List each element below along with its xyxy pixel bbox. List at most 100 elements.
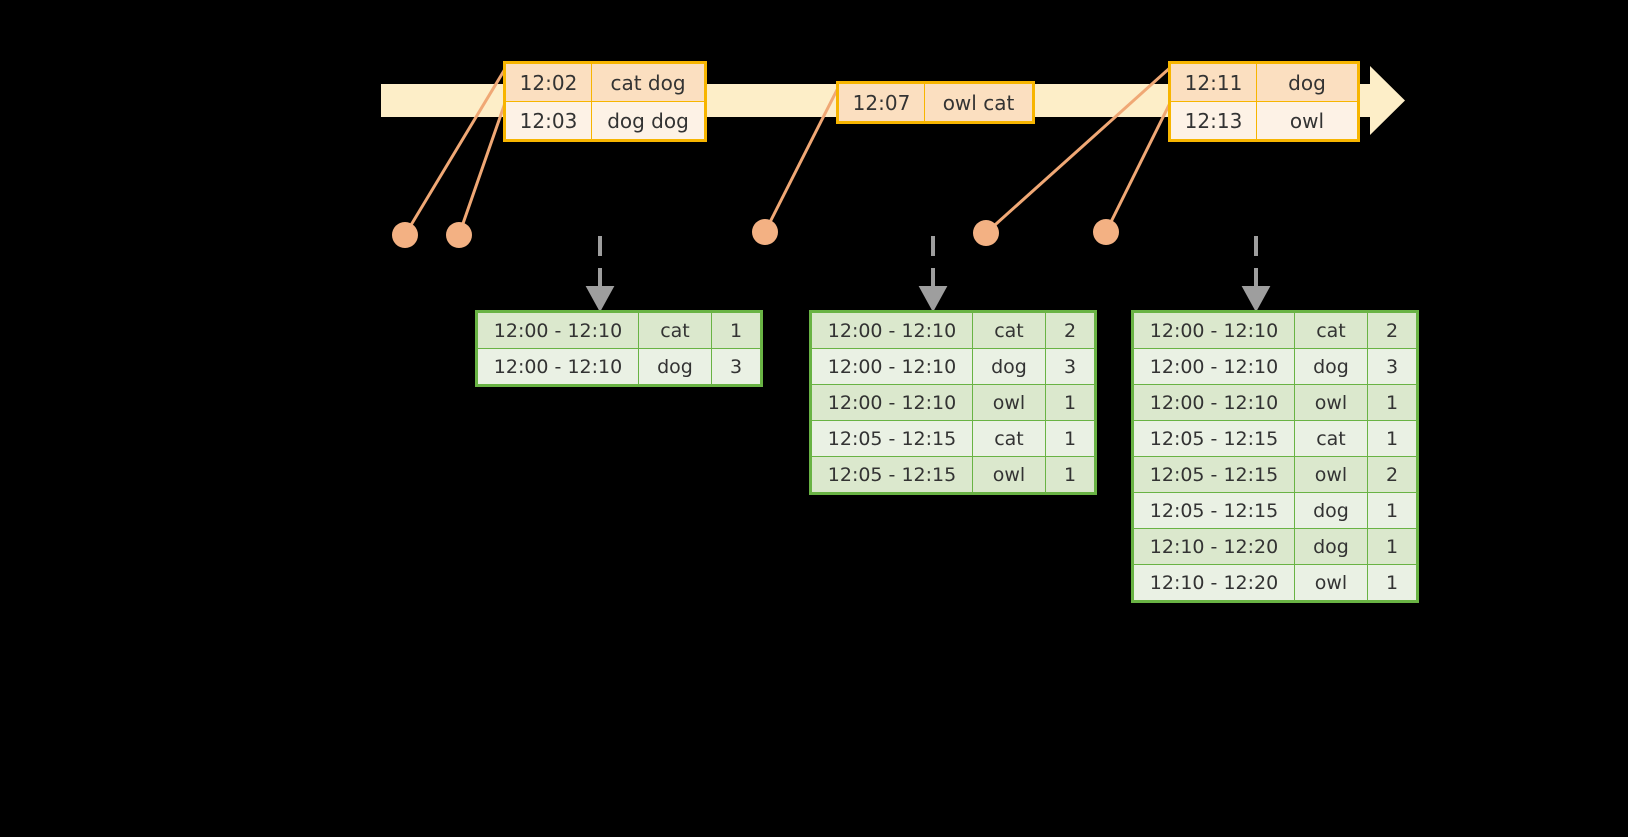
count-cell: 1 (711, 311, 762, 349)
word-cell: cat (972, 311, 1046, 349)
event-words: owl cat (924, 82, 1034, 123)
window-cell: 12:00 - 12:10 (1132, 384, 1295, 421)
window-cell: 12:00 - 12:10 (810, 348, 973, 385)
word-cell: dog (638, 348, 712, 386)
event-row[interactable]: 12:13 owl (1169, 101, 1359, 141)
word-cell: owl (972, 384, 1046, 421)
word-cell: dog (1294, 492, 1368, 529)
connector-dots (392, 219, 1119, 248)
count-cell: 1 (1045, 420, 1096, 457)
event-dot-5 (1093, 219, 1119, 245)
event-time: 12:02 (504, 62, 592, 102)
word-cell: cat (1294, 311, 1368, 349)
word-cell: dog (972, 348, 1046, 385)
event-time: 12:07 (837, 82, 925, 123)
window-cell: 12:10 - 12:20 (1132, 564, 1295, 602)
count-cell: 1 (1367, 420, 1418, 457)
window-cell: 12:00 - 12:10 (810, 311, 973, 349)
window-cell: 12:00 - 12:10 (476, 311, 639, 349)
connector-line-3 (763, 83, 842, 233)
window-cell: 12:00 - 12:10 (1132, 348, 1295, 385)
count-cell: 1 (1045, 456, 1096, 494)
word-cell: cat (972, 420, 1046, 457)
event-words: dog (1256, 62, 1359, 102)
event-row[interactable]: 12:02 cat dog (504, 62, 706, 102)
count-cell: 2 (1045, 311, 1096, 349)
dashed-arrow-3 (1241, 236, 1271, 313)
word-cell: owl (1294, 384, 1368, 421)
dashed-arrows (585, 236, 1271, 313)
window-cell: 12:10 - 12:20 (1132, 528, 1295, 565)
count-cell: 1 (1367, 528, 1418, 565)
window-cell: 12:00 - 12:10 (1132, 311, 1295, 349)
event-box-3[interactable]: 12:11 dog 12:13 owl (1168, 61, 1360, 142)
count-cell: 3 (711, 348, 762, 386)
count-cell: 2 (1367, 311, 1418, 349)
event-box-2-body: 12:07 owl cat (837, 82, 1034, 123)
event-box-3-body: 12:11 dog 12:13 owl (1169, 62, 1359, 141)
window-cell: 12:05 - 12:15 (1132, 456, 1295, 493)
event-words: owl (1256, 101, 1359, 141)
window-cell: 12:00 - 12:10 (810, 384, 973, 421)
event-dot-4 (973, 220, 999, 246)
word-cell: owl (1294, 456, 1368, 493)
event-box-1-body: 12:02 cat dog 12:03 dog dog (504, 62, 706, 141)
connector-line-5 (1104, 102, 1172, 233)
count-cell: 1 (1045, 384, 1096, 421)
window-cell: 12:05 - 12:15 (1132, 420, 1295, 457)
event-time: 12:03 (504, 101, 592, 141)
event-row[interactable]: 12:03 dog dog (504, 101, 706, 141)
word-cell: cat (1294, 420, 1368, 457)
count-cell: 1 (1367, 492, 1418, 529)
word-cell: owl (1294, 564, 1368, 602)
count-cell: 3 (1045, 348, 1096, 385)
event-row[interactable]: 12:07 owl cat (837, 82, 1034, 123)
window-cell: 12:05 - 12:15 (1132, 492, 1295, 529)
event-dot-3 (752, 219, 778, 245)
connector-line-2 (457, 102, 507, 236)
dashed-arrow-2 (918, 236, 948, 313)
event-row[interactable]: 12:11 dog (1169, 62, 1359, 102)
event-time: 12:11 (1169, 62, 1257, 102)
event-words: dog dog (591, 101, 706, 141)
connector-line-1 (403, 63, 510, 236)
count-cell: 3 (1367, 348, 1418, 385)
event-box-1[interactable]: 12:02 cat dog 12:03 dog dog (503, 61, 707, 142)
window-cell: 12:00 - 12:10 (476, 348, 639, 386)
window-cell: 12:05 - 12:15 (810, 420, 973, 457)
count-cell: 2 (1367, 456, 1418, 493)
window-cell: 12:05 - 12:15 (810, 456, 973, 494)
event-dot-2 (446, 222, 472, 248)
dashed-arrow-1 (585, 236, 615, 313)
count-cell: 1 (1367, 564, 1418, 602)
event-box-2[interactable]: 12:07 owl cat (836, 81, 1035, 124)
count-cell: 1 (1367, 384, 1418, 421)
event-dot-1 (392, 222, 418, 248)
word-cell: dog (1294, 528, 1368, 565)
event-words: cat dog (591, 62, 706, 102)
word-cell: owl (972, 456, 1046, 494)
word-cell: cat (638, 311, 712, 349)
